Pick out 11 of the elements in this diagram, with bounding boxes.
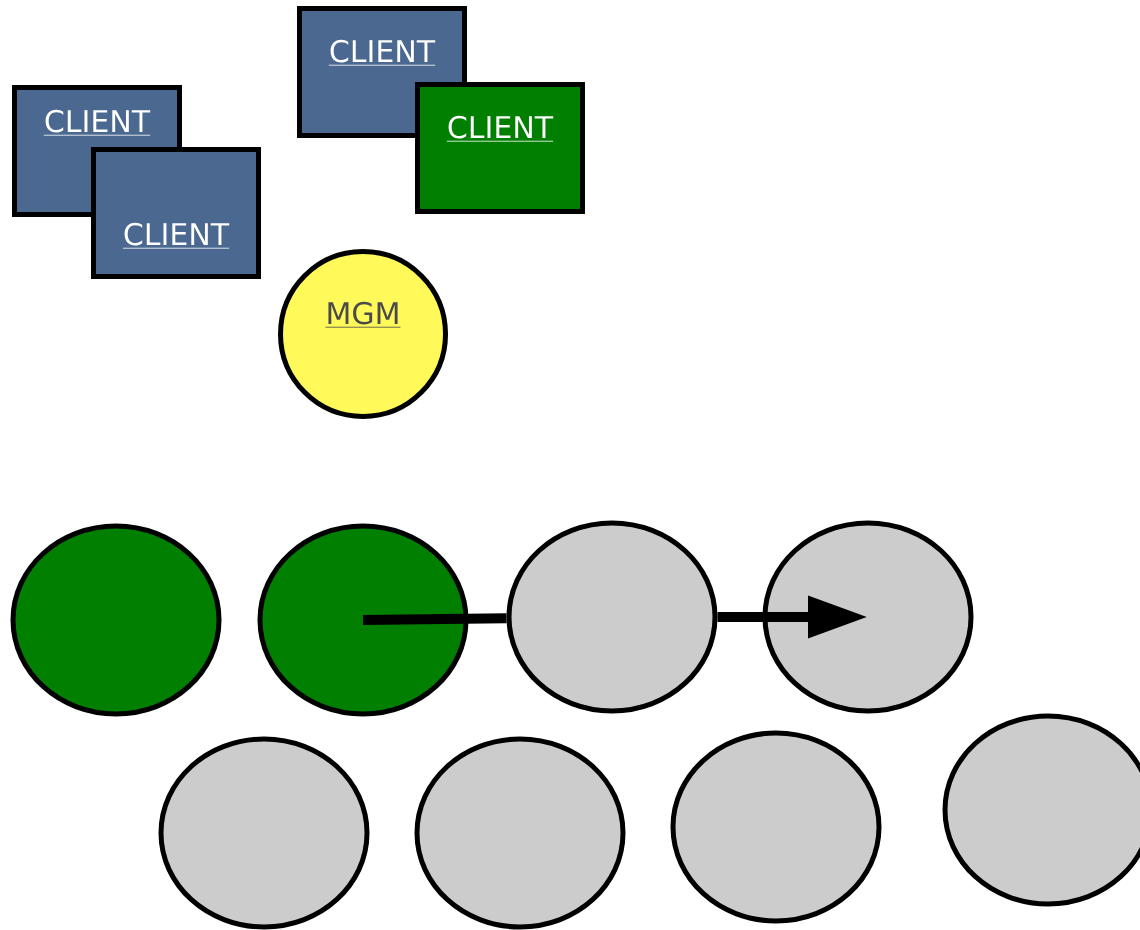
ellipse-node bbox=[158, 736, 370, 930]
client-box: CLIENT bbox=[415, 82, 585, 214]
ellipse-node bbox=[10, 523, 222, 717]
ellipse-node bbox=[670, 730, 882, 924]
ellipse-node bbox=[762, 520, 974, 714]
ellipse-node bbox=[942, 713, 1140, 907]
circle-node: MGM bbox=[278, 249, 448, 419]
ellipse-node bbox=[257, 523, 469, 717]
client-box: CLIENT bbox=[91, 147, 261, 279]
ellipse-node bbox=[506, 520, 718, 714]
ellipse-node bbox=[414, 736, 626, 930]
